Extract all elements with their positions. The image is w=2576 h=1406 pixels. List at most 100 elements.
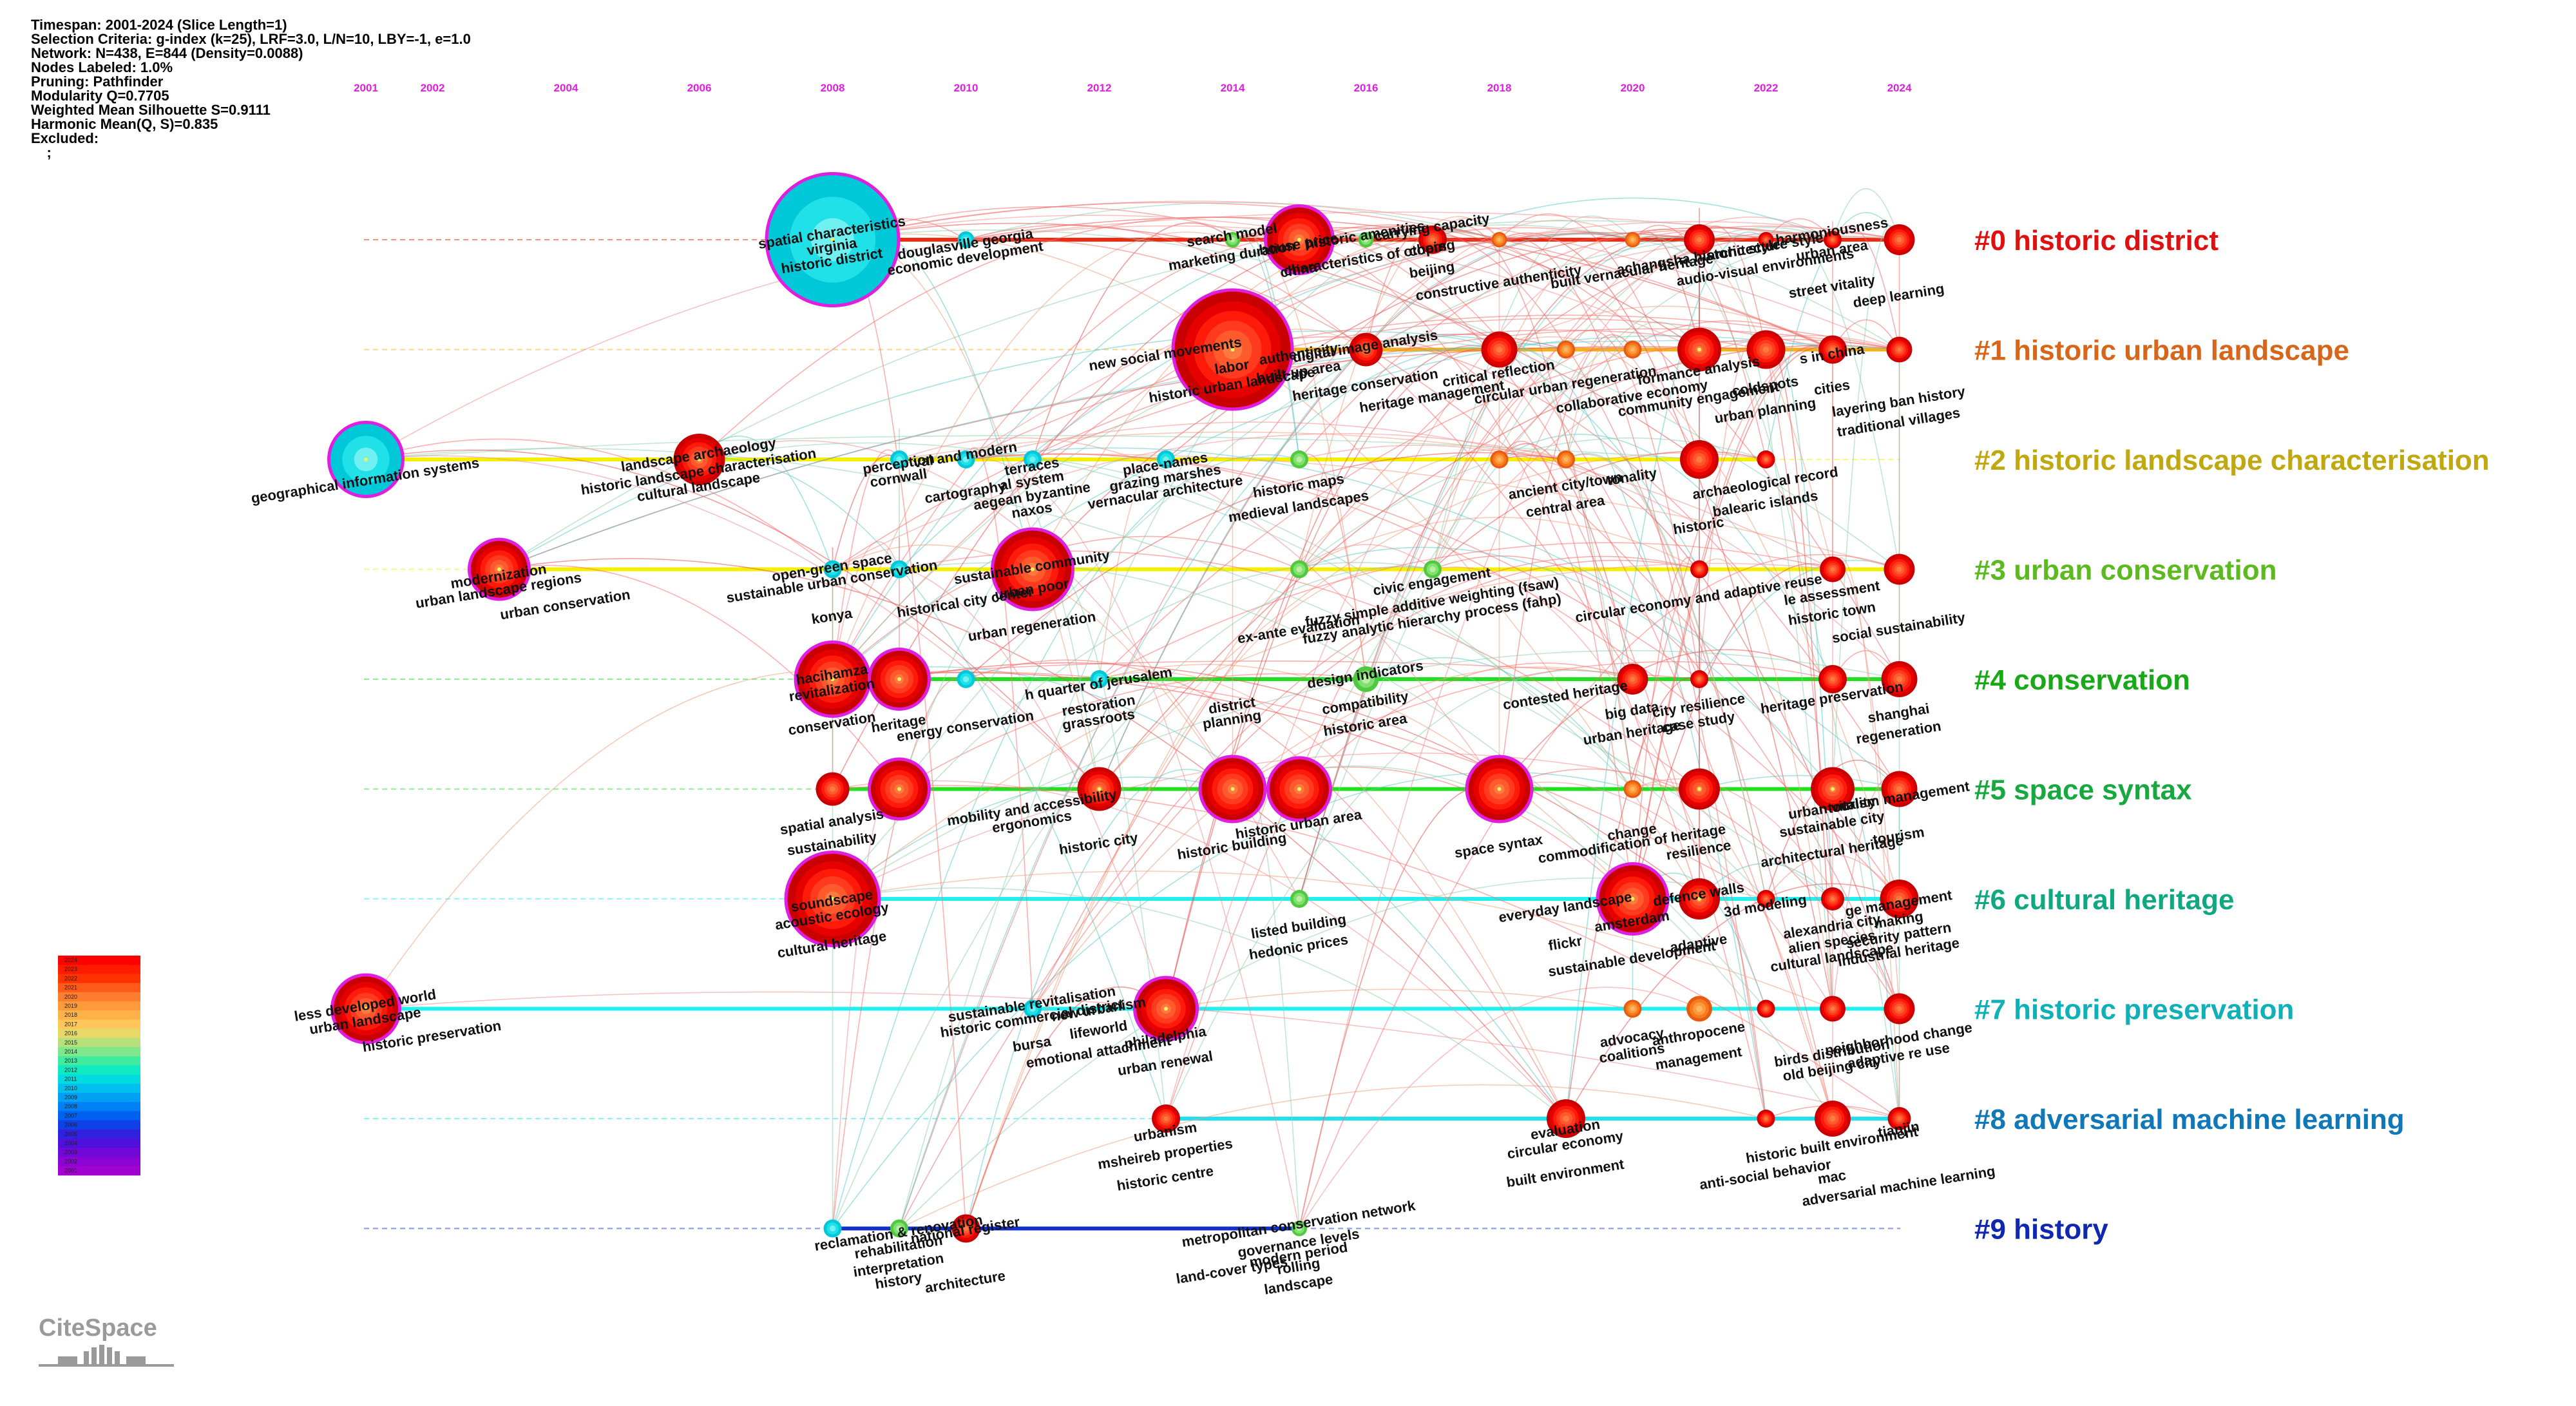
keyword-node[interactable] — [1884, 554, 1915, 585]
keyword-node[interactable] — [957, 450, 975, 468]
keyword-node[interactable] — [1547, 1099, 1585, 1138]
keyword-node[interactable] — [1024, 450, 1042, 468]
keyword-node[interactable] — [1881, 771, 1918, 807]
keyword-node[interactable] — [327, 421, 405, 498]
keyword-node[interactable] — [1481, 331, 1518, 368]
keyword-node[interactable] — [890, 1219, 908, 1238]
keyword-node[interactable] — [1133, 976, 1199, 1042]
keyword-node[interactable] — [1746, 330, 1786, 369]
keyword-node[interactable] — [991, 527, 1074, 612]
keyword-node[interactable] — [1690, 670, 1708, 688]
keyword-node[interactable] — [1884, 993, 1915, 1025]
keyword-node[interactable] — [1290, 890, 1308, 908]
keyword-node[interactable] — [1077, 767, 1121, 811]
keyword-node[interactable] — [868, 648, 931, 711]
legend-year: 2015 — [64, 1039, 77, 1046]
keyword-node[interactable] — [1757, 999, 1775, 1018]
keyword-node[interactable] — [1821, 887, 1844, 910]
keyword-node[interactable] — [1418, 226, 1447, 254]
keyword-node[interactable] — [1623, 780, 1642, 798]
keyword-node[interactable] — [1881, 661, 1918, 697]
keyword-node[interactable] — [1490, 450, 1509, 468]
keyword-node[interactable] — [1815, 1101, 1851, 1137]
keyword-node[interactable] — [1820, 556, 1846, 583]
keyword-node[interactable] — [1824, 231, 1842, 249]
co-occurrence-link — [1699, 863, 1833, 900]
keyword-node[interactable] — [823, 1219, 842, 1238]
keyword-node[interactable] — [1424, 560, 1442, 579]
keyword-node[interactable] — [1024, 999, 1042, 1018]
keyword-node[interactable] — [1684, 224, 1715, 255]
keyword-node[interactable] — [1623, 340, 1642, 359]
keyword-node[interactable] — [1757, 890, 1775, 908]
keyword-node[interactable] — [1557, 340, 1575, 359]
keyword-node[interactable] — [1818, 335, 1847, 364]
keyword-node[interactable] — [951, 1214, 980, 1243]
keyword-node[interactable] — [1757, 1110, 1775, 1128]
keyword-node[interactable] — [1198, 755, 1267, 823]
keyword-node[interactable] — [1884, 224, 1915, 255]
keyword-node[interactable] — [1090, 670, 1109, 688]
keyword-node[interactable] — [1757, 450, 1775, 468]
co-occurrence-link — [365, 438, 833, 570]
keyword-node[interactable] — [1623, 999, 1642, 1018]
keyword-node[interactable] — [1152, 1104, 1180, 1133]
keyword-node[interactable] — [1886, 336, 1913, 363]
keyword-node[interactable] — [1349, 332, 1383, 367]
keyword-node[interactable] — [1266, 756, 1332, 822]
keyword-node[interactable] — [1491, 232, 1507, 247]
co-occurrence-link — [1032, 559, 1700, 1009]
keyword-node[interactable] — [765, 172, 901, 307]
keyword-node[interactable] — [673, 434, 725, 485]
keyword-node[interactable] — [1686, 996, 1712, 1022]
node-layer[interactable] — [327, 172, 1919, 1243]
keyword-node[interactable] — [823, 560, 842, 579]
keyword-node[interactable] — [1887, 1107, 1911, 1130]
keyword-node[interactable] — [890, 560, 908, 579]
keyword-node[interactable] — [1171, 288, 1294, 411]
keyword-node[interactable] — [794, 640, 872, 718]
keyword-node[interactable] — [1811, 767, 1855, 811]
keyword-node[interactable] — [1465, 755, 1534, 823]
keyword-node[interactable] — [1290, 450, 1308, 468]
keyword-node[interactable] — [1290, 560, 1308, 579]
co-occurrence-link — [1299, 445, 1900, 680]
keyword-node[interactable] — [1679, 768, 1720, 810]
keyword-node[interactable] — [1820, 996, 1846, 1022]
keyword-node[interactable] — [1690, 560, 1708, 579]
legend-year: 2016 — [64, 1030, 77, 1037]
keyword-node[interactable] — [1880, 880, 1919, 918]
legend-year: 2001 — [64, 1168, 77, 1174]
co-occurrence-link — [1099, 542, 1833, 680]
keyword-node[interactable] — [1680, 440, 1719, 479]
co-occurrence-link — [832, 229, 1900, 570]
keyword-node[interactable] — [868, 757, 931, 821]
keyword-node[interactable] — [1292, 1220, 1307, 1237]
keyword-node[interactable] — [1758, 232, 1774, 247]
keyword-node[interactable] — [784, 851, 881, 947]
keyword-node[interactable] — [1596, 862, 1670, 936]
co-occurrence-link — [499, 330, 1567, 570]
co-occurrence-link — [1099, 664, 1634, 900]
keyword-node[interactable] — [890, 450, 908, 468]
keyword-node[interactable] — [957, 670, 975, 688]
keyword-node[interactable] — [1677, 327, 1721, 372]
keyword-node[interactable] — [957, 231, 975, 248]
legend-year: 2011 — [64, 1076, 77, 1083]
keyword-node[interactable] — [1225, 232, 1241, 247]
keyword-node[interactable] — [330, 973, 401, 1045]
legend-swatch — [58, 1083, 140, 1093]
keyword-node[interactable] — [1557, 450, 1575, 468]
keyword-node[interactable] — [816, 772, 850, 806]
keyword-node[interactable] — [1625, 232, 1641, 247]
keyword-node[interactable] — [1264, 204, 1335, 275]
keyword-node[interactable] — [1157, 450, 1175, 468]
keyword-node[interactable] — [1818, 665, 1847, 693]
keyword-node[interactable] — [1358, 232, 1374, 247]
keyword-label: management — [1654, 1043, 1744, 1073]
keyword-node[interactable] — [468, 537, 531, 601]
keyword-node[interactable] — [1679, 878, 1720, 920]
keyword-node[interactable] — [1353, 666, 1379, 692]
keyword-node[interactable] — [1617, 664, 1648, 695]
